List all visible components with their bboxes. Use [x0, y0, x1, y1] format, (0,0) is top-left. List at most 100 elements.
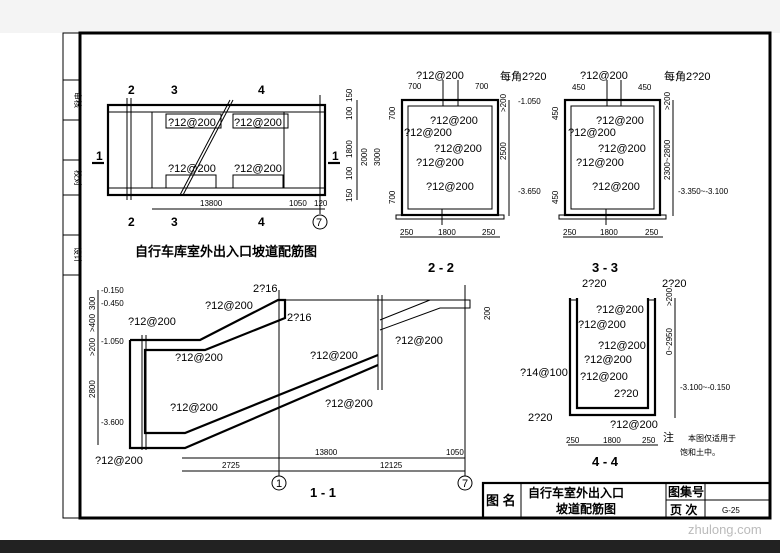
- rebar-label: ?12@200: [580, 70, 628, 82]
- rebar-label: ?12@200: [592, 181, 640, 193]
- level-label: -3.350~-3.100: [678, 187, 729, 196]
- rebar-label: ?12@200: [416, 70, 464, 82]
- note-text: 饱和土中。: [680, 447, 720, 457]
- rebar-label: ?12@200: [598, 143, 646, 155]
- dim-label: >200: [665, 287, 674, 306]
- section-title: 4 - 4: [592, 454, 619, 469]
- dim-label: 450: [551, 106, 560, 120]
- dim-label: >200: [663, 91, 672, 110]
- sidebar-label-check: 校对: [73, 170, 83, 186]
- dim-label: 13800: [200, 199, 223, 208]
- corner-bar-label: 每角2?20: [500, 69, 546, 83]
- sidebar-label-design: 设计: [73, 247, 83, 263]
- axis-bubble: [271, 475, 287, 491]
- dim-label: 1800: [438, 228, 456, 237]
- drawing-name-label: 图 名: [486, 493, 516, 508]
- rebar-label: ?12@200: [434, 143, 482, 155]
- dim-label: 2300~2800: [663, 139, 672, 180]
- plan-rebar-label: ?12@200: [168, 163, 216, 175]
- dim-label: >400: [88, 313, 97, 332]
- plan-rebar-label: ?12@200: [168, 117, 216, 129]
- plan-rebar-label: ?12@200: [234, 117, 282, 129]
- section-3-3: ?12@200 ?12@200 ?12@200 ?12@200 ?12@200 …: [551, 69, 729, 275]
- dim-label: 2800: [88, 380, 97, 398]
- level-label: -0.450: [101, 299, 124, 308]
- rebar-label: ?12@200: [580, 371, 628, 383]
- level-label: -3.650: [518, 187, 541, 196]
- rebar-label: ?12@200: [578, 319, 626, 331]
- section-mark: 2: [128, 83, 135, 97]
- section-mark: 3: [171, 215, 178, 229]
- rebar-label: ?12@200: [205, 300, 253, 312]
- rebar-label: ?12@200: [416, 157, 464, 169]
- title-block: 图 名 自行车室外出入口 坡道配筋图 图集号 页 次 G-25: [481, 481, 772, 520]
- atlas-number-label: 图集号: [668, 484, 704, 499]
- rebar-label: ?12@200: [404, 127, 452, 139]
- dim-label: 250: [400, 228, 414, 237]
- dim-label: 2000: [360, 148, 369, 166]
- axis-bubble: [457, 475, 473, 491]
- bar-label: 2?16: [253, 283, 277, 295]
- rebar-label: ?12@200: [170, 402, 218, 414]
- axis-label: 7: [462, 478, 468, 490]
- rebar-label: ?12@200: [596, 304, 644, 316]
- dim-label: 700: [388, 106, 397, 120]
- section-mark: 1: [96, 149, 103, 163]
- level-label: -1.050: [101, 337, 124, 346]
- bar-label: 2?20: [662, 278, 686, 290]
- section-mark: 1: [332, 149, 339, 163]
- bar-label: 2?20: [528, 412, 552, 424]
- section-4-4: 2?20 2?20 2?20 2?20 ?12@200 ?12@200 ?12@…: [520, 278, 731, 469]
- rebar-label: ?12@200: [325, 398, 373, 410]
- axis-label: 1: [276, 478, 282, 490]
- rebar-label: ?12@200: [310, 350, 358, 362]
- plan-title: 自行车库室外出入口坡道配筋图: [135, 244, 317, 259]
- dim-label: 450: [638, 83, 652, 92]
- dim-label: 200: [483, 306, 492, 320]
- dim-label: 2725: [222, 461, 240, 470]
- dim-label: 250: [566, 436, 580, 445]
- dim-label: 250: [645, 228, 659, 237]
- page-value: G-25: [722, 506, 740, 515]
- rebar-label: ?12@200: [610, 419, 658, 431]
- section-title: 2 - 2: [428, 260, 454, 275]
- rebar-label: ?12@200: [95, 455, 143, 467]
- section-1-1: -0.150 -0.450 -1.050 -3.600 300 >400 >20…: [88, 283, 492, 500]
- dim-label: 100: [345, 166, 354, 180]
- dim-label: 1800: [603, 436, 621, 445]
- level-label: -3.600: [101, 418, 124, 427]
- dim-label: 250: [482, 228, 496, 237]
- rebar-label: ?12@200: [568, 127, 616, 139]
- rebar-label: ?12@200: [175, 352, 223, 364]
- rebar-label: ?12@200: [430, 115, 478, 127]
- dim-label: >200: [499, 93, 508, 112]
- dim-label: 12125: [380, 461, 403, 470]
- section-title: 3 - 3: [592, 260, 618, 275]
- dim-label: 250: [563, 228, 577, 237]
- rebar-label: ?12@200: [128, 316, 176, 328]
- bar-label: 2?16: [287, 312, 311, 324]
- section-2-2: ?12@200 ?12@200 ?12@200 ?12@200 ?12@200 …: [388, 69, 546, 275]
- rebar-label: ?12@200: [395, 335, 443, 347]
- dim-label: 100: [345, 106, 354, 120]
- level-label: -1.050: [518, 97, 541, 106]
- dim-label: >200: [88, 337, 97, 356]
- dim-label: 0~2950: [665, 328, 674, 355]
- axis-bubble: [312, 214, 328, 230]
- dim-label: 120: [314, 199, 328, 208]
- plan-rebar-label: ?12@200: [234, 163, 282, 175]
- note-label: 注: [663, 430, 674, 444]
- dim-label: 150: [345, 88, 354, 102]
- section-mark: 2: [128, 215, 135, 229]
- section-mark: 4: [258, 83, 265, 97]
- bar-label: 2?20: [614, 388, 638, 400]
- dim-label: 3000: [373, 148, 382, 166]
- level-label: -0.150: [101, 286, 124, 295]
- dim-label: 700: [475, 82, 489, 91]
- corner-bar-label: 每角2?20: [664, 69, 710, 83]
- note-text: 本图仅适用于: [688, 433, 736, 443]
- plan-view: ?12@200 ?12@200 ?12@200 ?12@200 2 3 4 2 …: [92, 83, 382, 259]
- watermark: zhulong.com: [688, 522, 762, 537]
